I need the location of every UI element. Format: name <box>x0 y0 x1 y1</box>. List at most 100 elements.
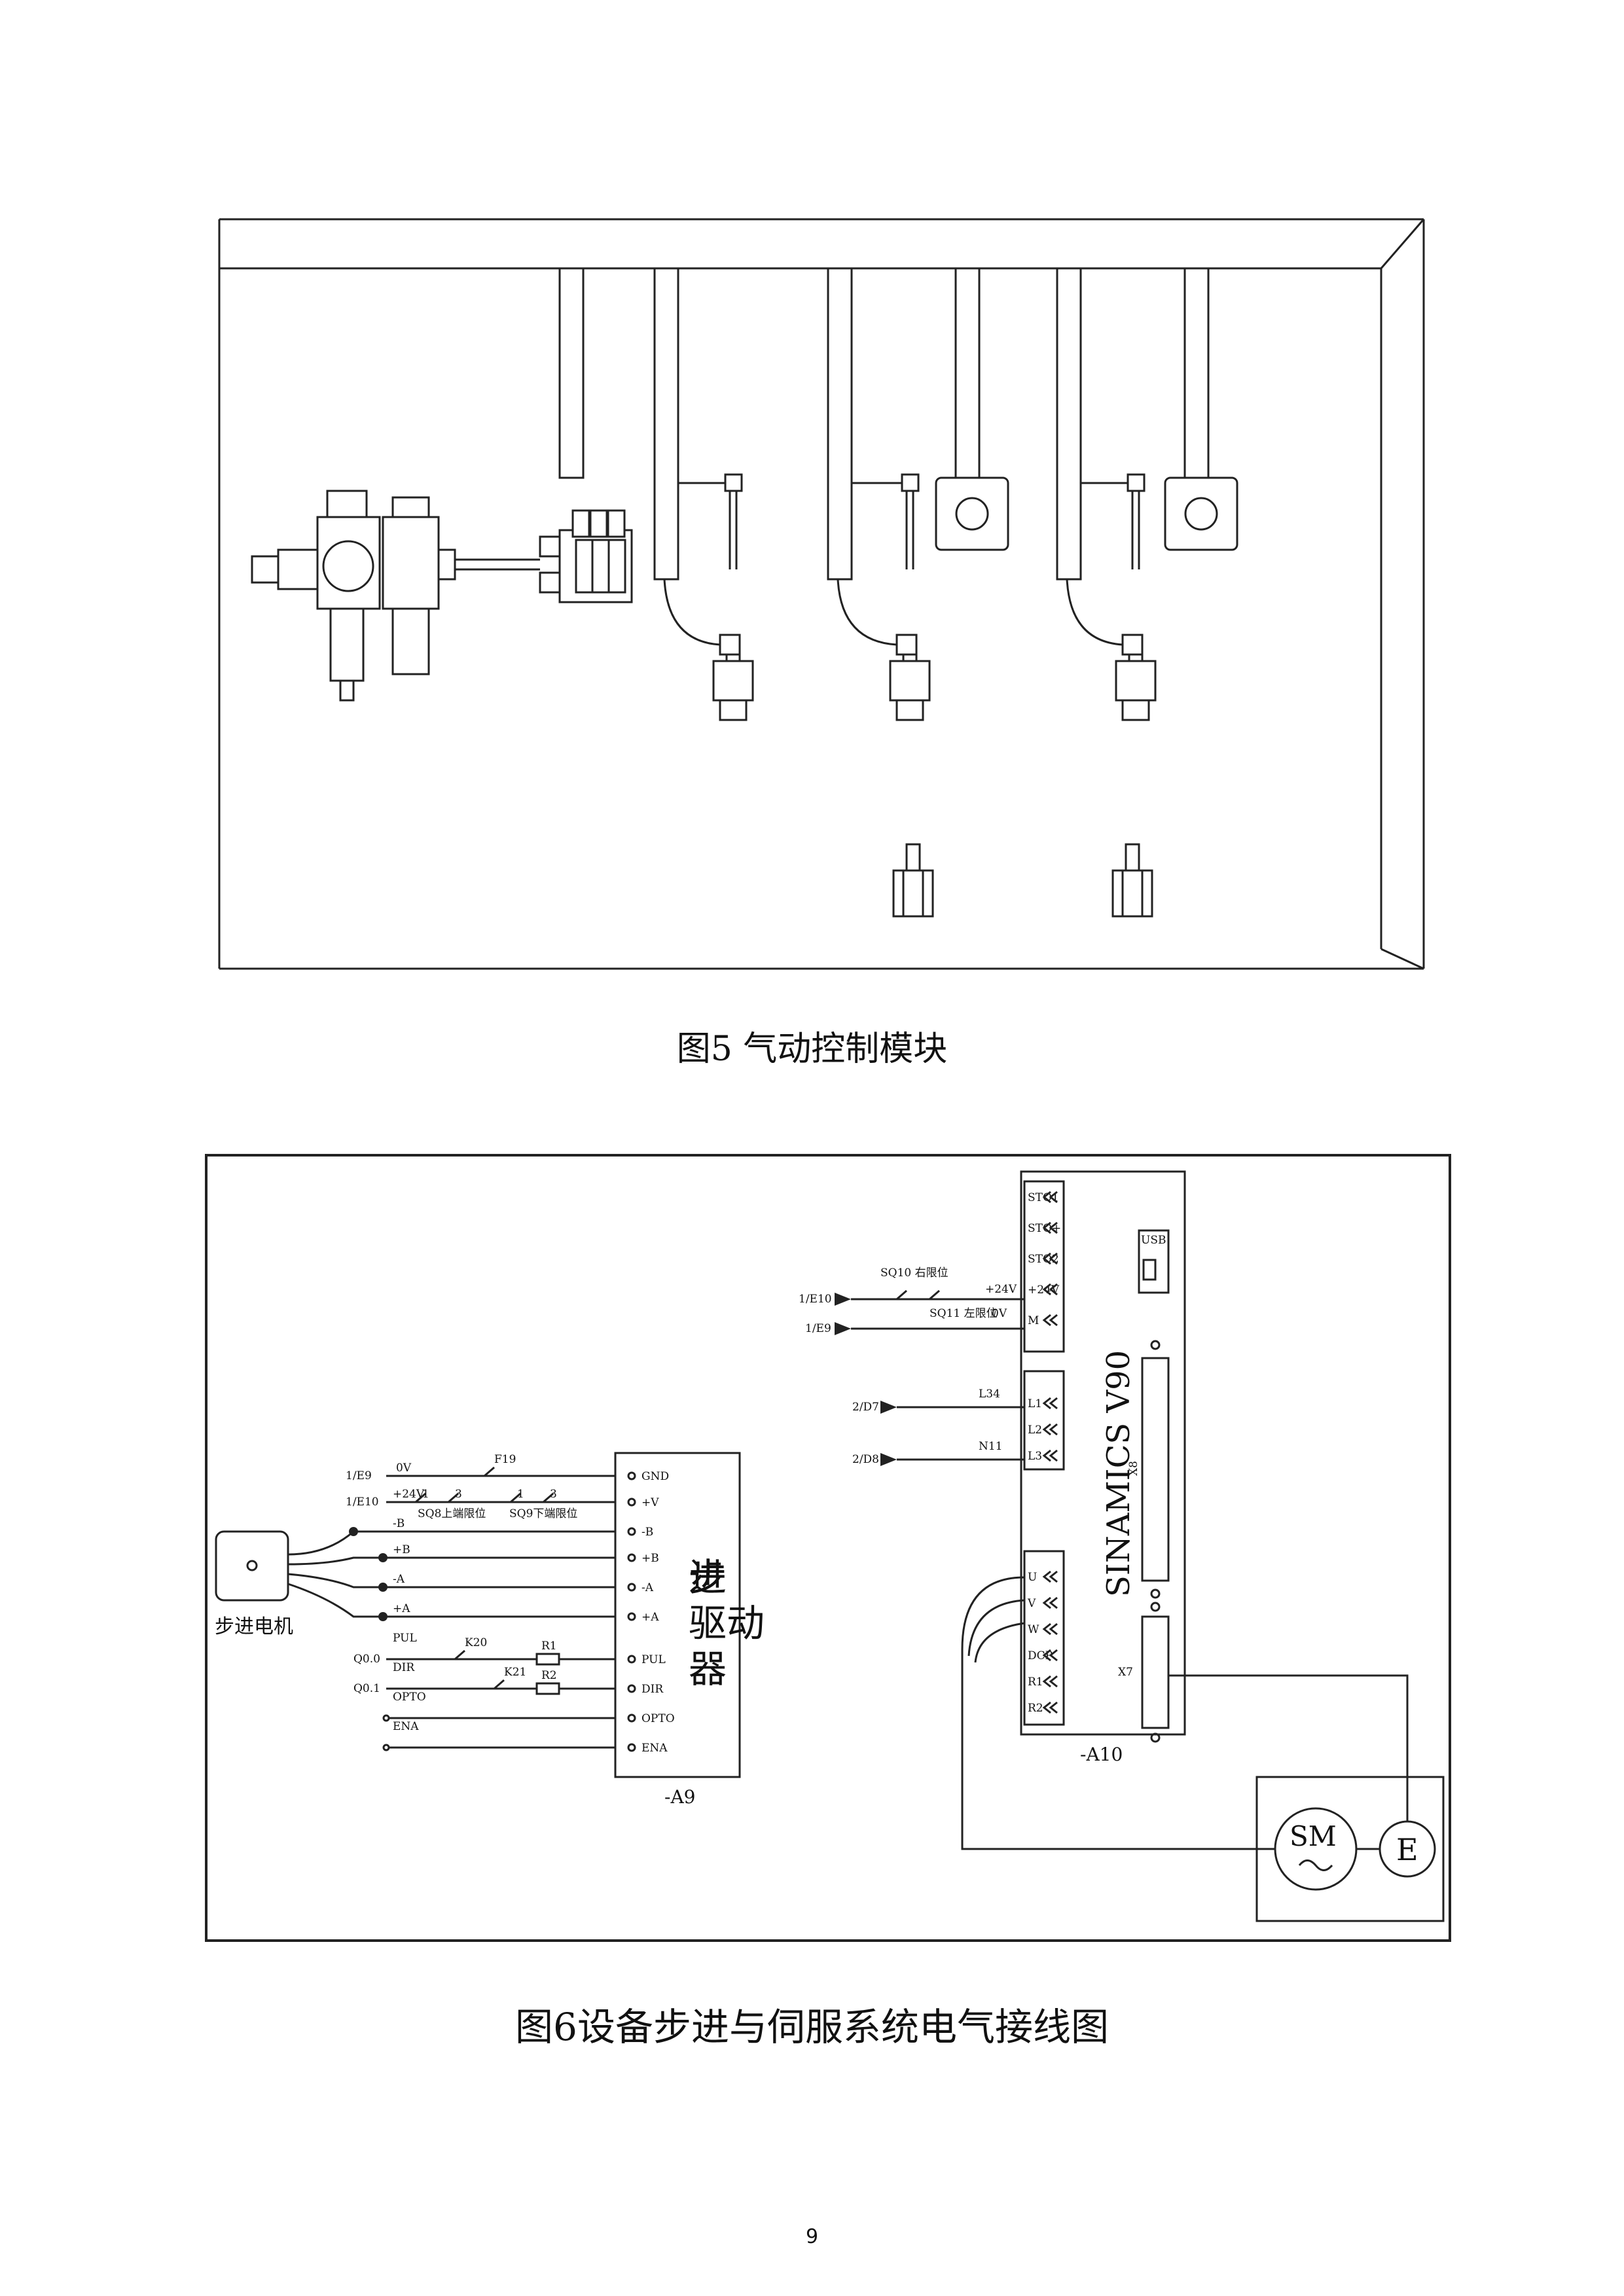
servo-motor-label: SM <box>1290 1820 1337 1852</box>
servo-terminal-arrow-icon <box>1042 1423 1058 1436</box>
mark-k20: K20 <box>465 1636 487 1649</box>
driver-char-4: 器 <box>689 1647 727 1691</box>
stepper-pin-3b: 3 <box>550 1488 557 1501</box>
driver-terminal-screw-icon <box>627 1471 636 1480</box>
mark-f19: F19 <box>494 1453 516 1466</box>
servo-terminal-label: L1 <box>1028 1397 1042 1410</box>
page-number: 9 <box>805 2225 819 2248</box>
stepper-wire-mb: -B <box>393 1517 405 1530</box>
stepper-wire-pul: PUL <box>393 1632 417 1645</box>
driver-terminal-screw-icon <box>627 1684 636 1693</box>
mark-r1: R1 <box>541 1640 557 1653</box>
figure6-drawing: 步进电机 0V +24V -B +B -A +A PUL DIR OPTO EN… <box>196 1145 1460 1950</box>
servo-terminal-label: V <box>1027 1597 1036 1610</box>
stepper-wire-ma: -A <box>393 1573 405 1586</box>
stepper-wire-ena: ENA <box>393 1720 419 1733</box>
driver-char-3: 动 <box>727 1601 765 1645</box>
servo-ref-e10: 1/E10 <box>799 1293 832 1306</box>
driver-terminal-screw-icon <box>627 1713 636 1723</box>
sq11-label: SQ11 左限位 <box>929 1307 998 1320</box>
stepper-wire-opto: OPTO <box>393 1691 426 1704</box>
stepper-driver-ref: -A9 <box>664 1786 696 1808</box>
servo-ref-d7: 2/D7 <box>852 1401 879 1414</box>
driver-terminal-label: PUL <box>641 1653 666 1666</box>
figure5-caption: 图5 气动控制模块 <box>676 1030 948 1069</box>
stepper-pin-1a: 1 <box>422 1488 429 1501</box>
stepper-ref-q01: Q0.1 <box>353 1682 380 1695</box>
driver-terminal-screw-icon <box>627 1655 636 1664</box>
figure6-caption: 图6设备步进与伺服系统电气接线图 <box>515 2005 1109 2049</box>
servo-terminal-label: R1 <box>1028 1676 1043 1689</box>
stepper-wire-pb: +B <box>393 1543 410 1556</box>
servo-terminal-label: L3 <box>1028 1450 1042 1463</box>
servo-ref-e9: 1/E9 <box>805 1322 831 1335</box>
driver-terminal-screw-icon <box>627 1498 636 1507</box>
stepper-wire-0v: 0V <box>396 1462 412 1475</box>
servo-terminal-arrow-icon <box>1042 1570 1058 1583</box>
servo-encoder-label: E <box>1396 1832 1418 1867</box>
sq8-label: SQ8上端限位 <box>418 1507 486 1520</box>
servo-line-n11: N11 <box>979 1440 1003 1453</box>
driver-terminal-screw-icon <box>627 1612 636 1621</box>
servo-x7-label: X7 <box>1118 1666 1133 1679</box>
servo-terminal-label: M <box>1028 1314 1039 1327</box>
driver-char-0: 步 <box>689 1555 727 1600</box>
servo-terminal-label: R2 <box>1028 1702 1043 1715</box>
servo-usb-label: USB <box>1141 1234 1166 1247</box>
servo-line-l34: L34 <box>979 1388 1000 1401</box>
stepper-driver-box <box>614 1452 741 1778</box>
driver-terminal-screw-icon <box>627 1583 636 1592</box>
servo-terminal-arrow-icon <box>1042 1191 1058 1204</box>
servo-terminal-arrow-icon <box>1042 1623 1058 1636</box>
servo-drive-name: SINAMICS V90 <box>1100 1350 1137 1597</box>
stepper-ref-q00: Q0.0 <box>353 1653 380 1666</box>
driver-terminal-label: +B <box>641 1552 659 1565</box>
servo-drive-box <box>1020 1170 1186 1736</box>
stepper-motor-icon <box>215 1530 289 1602</box>
servo-terminal-label: U <box>1028 1571 1037 1584</box>
driver-terminal-label: +A <box>641 1611 659 1624</box>
servo-terminal-arrow-icon <box>1042 1221 1058 1234</box>
servo-drive-ref: -A10 <box>1080 1744 1123 1765</box>
driver-terminal-screw-icon <box>627 1553 636 1562</box>
servo-terminal-arrow-icon <box>1042 1397 1058 1410</box>
stepper-motor-label: 步进电机 <box>215 1615 293 1638</box>
driver-terminal-label: ENA <box>641 1742 668 1755</box>
servo-supply-24v: +24V <box>985 1283 1017 1296</box>
driver-char-1: 进 <box>689 1555 727 1600</box>
servo-terminal-arrow-icon <box>1042 1649 1058 1662</box>
servo-terminal-label: W <box>1028 1623 1039 1636</box>
figure5-drawing <box>209 209 1440 982</box>
sq9-label: SQ9下端限位 <box>509 1507 577 1520</box>
driver-terminal-label: +V <box>641 1496 659 1509</box>
driver-char-2: 驱 <box>689 1601 727 1645</box>
driver-terminal-label: OPTO <box>641 1712 675 1725</box>
servo-terminal-arrow-icon <box>1042 1283 1058 1296</box>
servo-ref-d8: 2/D8 <box>852 1453 879 1466</box>
servo-supply-0v: 0V <box>992 1307 1007 1320</box>
sq10-label: SQ10 右限位 <box>880 1266 948 1280</box>
servo-terminal-label: L2 <box>1028 1424 1042 1437</box>
servo-terminal-arrow-icon <box>1042 1314 1058 1327</box>
driver-terminal-screw-icon <box>627 1527 636 1536</box>
stepper-ref-e9: 1/E9 <box>346 1469 372 1482</box>
stepper-pin-3a: 3 <box>455 1488 462 1501</box>
driver-terminal-label: DIR <box>641 1683 664 1696</box>
mark-r2: R2 <box>541 1669 557 1682</box>
stepper-wire-24v: +24V <box>393 1488 425 1501</box>
stepper-pin-1b: 1 <box>517 1488 524 1501</box>
servo-terminal-arrow-icon <box>1042 1701 1058 1714</box>
driver-terminal-screw-icon <box>627 1743 636 1752</box>
mark-k21: K21 <box>504 1666 526 1679</box>
driver-terminal-label: -A <box>641 1581 654 1594</box>
driver-terminal-label: GND <box>641 1470 669 1483</box>
servo-x8-label: X8 <box>1127 1461 1140 1476</box>
servo-terminal-arrow-icon <box>1042 1596 1058 1609</box>
stepper-wire-pa: +A <box>393 1602 410 1615</box>
driver-terminal-label: -B <box>641 1526 653 1539</box>
servo-terminal-arrow-icon <box>1042 1252 1058 1265</box>
servo-terminal-arrow-icon <box>1042 1675 1058 1688</box>
stepper-wire-dir: DIR <box>393 1661 415 1674</box>
stepper-ref-e10: 1/E10 <box>346 1496 379 1509</box>
servo-terminal-arrow-icon <box>1042 1449 1058 1462</box>
